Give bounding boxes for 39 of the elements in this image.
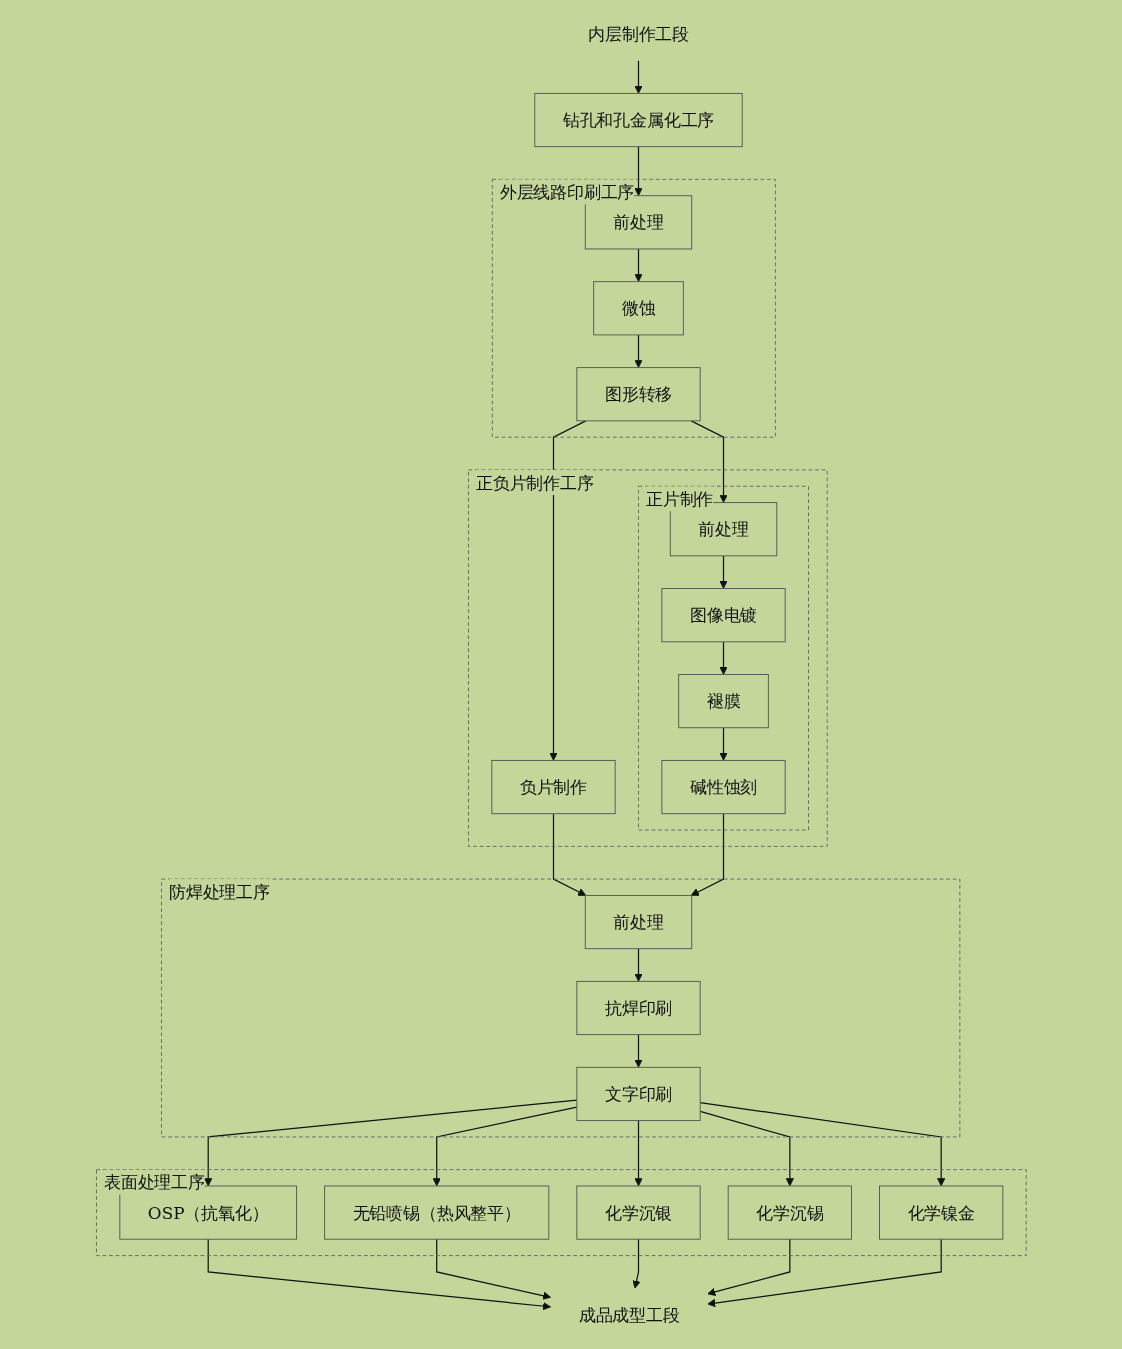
arrow <box>552 813 586 896</box>
node-box: 化学镍金 <box>878 1185 1003 1240</box>
node-box: 负片制作 <box>491 759 616 815</box>
arrow <box>207 1238 551 1311</box>
arrow <box>719 727 728 761</box>
node-box: 微蚀 <box>592 281 684 336</box>
arrow <box>203 1099 578 1187</box>
node-box: 褪膜 <box>677 674 769 729</box>
node-box: 化学沉锡 <box>727 1185 852 1240</box>
arrow <box>432 1106 578 1187</box>
node-box: 碱性蚀刻 <box>661 759 786 815</box>
arrow <box>634 146 643 197</box>
arrow <box>634 1034 643 1068</box>
arrow <box>690 420 728 503</box>
arrow <box>634 334 643 368</box>
arrow <box>632 1238 641 1289</box>
arrow <box>706 1238 942 1308</box>
arrow <box>435 1238 551 1300</box>
node-box: 无铅喷锡（热风整平） <box>323 1185 549 1240</box>
node-text: 内层制作工段 <box>587 24 689 44</box>
node-box: 抗焊印刷 <box>576 980 701 1036</box>
node-box: 前处理 <box>584 894 692 950</box>
node-box: 钻孔和孔金属化工序 <box>534 92 743 148</box>
arrow <box>706 1238 791 1296</box>
arrow <box>699 1102 945 1187</box>
arrow <box>719 641 728 675</box>
arrow <box>634 948 643 982</box>
arrow <box>634 248 643 283</box>
node-text: 成品成型工段 <box>578 1305 680 1325</box>
arrow <box>634 60 643 94</box>
node-box: 文字印刷 <box>576 1066 701 1122</box>
arrow <box>549 420 587 761</box>
node-box: 图像电镀 <box>661 588 786 643</box>
arrow <box>690 813 724 896</box>
arrow <box>634 1119 643 1187</box>
node-box: 图形转移 <box>576 367 701 422</box>
node-box: 化学沉银 <box>576 1185 701 1240</box>
arrow <box>699 1110 794 1187</box>
arrow <box>719 555 728 589</box>
